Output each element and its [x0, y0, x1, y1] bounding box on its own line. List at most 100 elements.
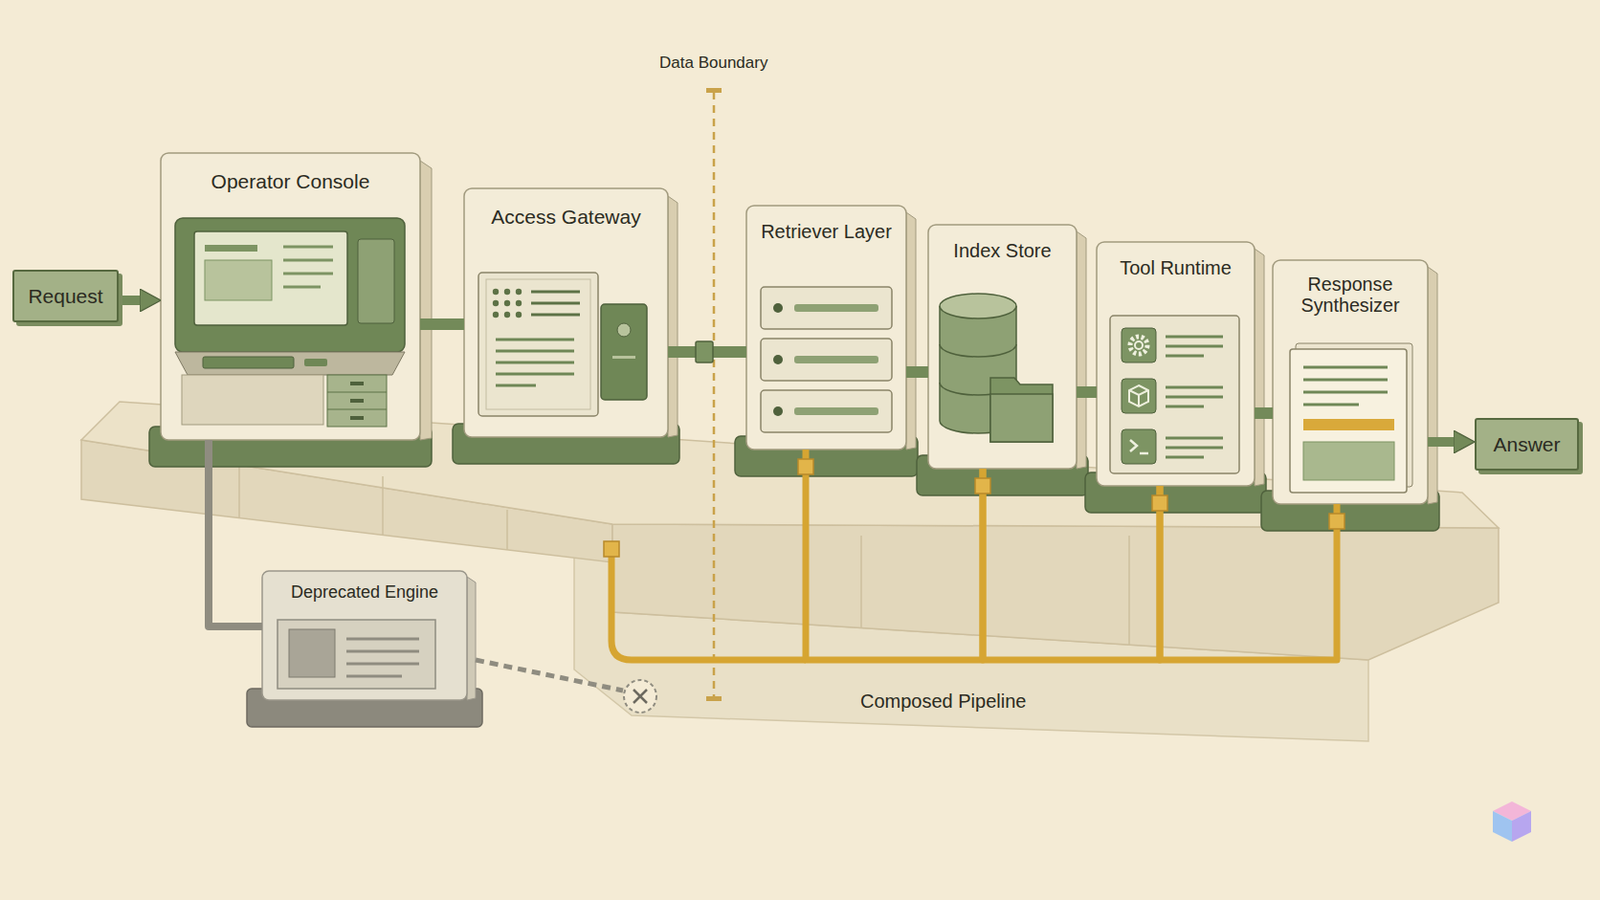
tool-panel — [1165, 405, 1204, 409]
gateway-panel — [495, 338, 575, 342]
unit-housings — [160, 153, 1438, 701]
boundary-label: Data Boundary — [659, 53, 768, 73]
answer-tag: Answer — [1474, 418, 1579, 471]
deprecated-panel — [346, 663, 420, 667]
bus-junction — [603, 459, 1345, 557]
console-terminal — [283, 245, 334, 249]
console-terminal — [283, 259, 334, 263]
pipe-collar — [695, 341, 713, 363]
bus-junction — [975, 478, 991, 494]
data-boundary-line — [712, 91, 716, 699]
gateway-panel — [495, 361, 575, 365]
platform-slab — [860, 535, 863, 628]
response-document — [1303, 419, 1395, 431]
server-stack — [773, 355, 783, 365]
unit-housings — [667, 196, 678, 438]
server-stack — [794, 407, 879, 416]
console-terminal — [350, 381, 364, 386]
deprecated-panel — [346, 638, 420, 642]
server-stack — [760, 338, 892, 381]
node-title: Deprecated Engine — [290, 582, 439, 602]
database-icon — [939, 344, 1017, 357]
retriever-unit: Retriever Layer — [746, 205, 907, 450]
tool-panel — [1137, 395, 1140, 407]
tool-panel — [1165, 345, 1223, 349]
gateway-panel — [504, 300, 511, 307]
synthesizer-unit: Response Synthesizer — [1272, 260, 1428, 505]
response-document — [1303, 366, 1388, 370]
pipe-connector — [1076, 386, 1097, 399]
pipeline-bus — [805, 449, 983, 661]
gateway-panel — [495, 384, 536, 388]
deprecated-panel — [277, 620, 436, 689]
gateway-panel — [478, 272, 647, 417]
gateway-panel — [515, 300, 522, 307]
corner-logo — [1492, 801, 1532, 843]
unit-housings — [928, 224, 1077, 469]
tool-panel — [1165, 396, 1223, 400]
node-title: Index Store — [953, 240, 1051, 262]
flow-arrow — [118, 295, 148, 306]
pipe-connector — [906, 366, 929, 378]
disconnected-output — [475, 660, 623, 691]
server-stack — [794, 355, 879, 364]
corner-logo — [1511, 811, 1532, 843]
response-document — [1303, 378, 1388, 382]
tool-panel — [1165, 386, 1223, 390]
response-document — [1303, 403, 1359, 407]
unit-housings — [1272, 260, 1428, 505]
node-title: Tool Runtime — [1119, 257, 1232, 279]
tool-panel — [1129, 390, 1149, 396]
node-title: Operator Console — [211, 170, 371, 194]
tool-unit: Tool Runtime — [1096, 242, 1255, 487]
corner-logo — [1492, 811, 1512, 843]
flow-arrow — [1427, 437, 1462, 447]
server-stack — [773, 303, 783, 313]
deprecated-unit: Deprecated Engine — [262, 571, 467, 701]
gateway-panel — [478, 272, 599, 417]
console-terminal — [194, 231, 348, 326]
gateway-panel — [515, 311, 522, 318]
tool-panel — [1110, 315, 1240, 474]
console-unit: Operator Console — [160, 153, 421, 441]
tool-panel — [1165, 456, 1204, 460]
data-boundary-line — [706, 696, 722, 702]
data-boundary-line — [706, 88, 722, 93]
platform-slab — [381, 476, 384, 535]
unit-housings — [746, 205, 907, 450]
tool-panel — [1130, 336, 1148, 355]
pipeline-bus — [982, 468, 1160, 661]
gateway-unit: Access Gateway — [464, 188, 668, 438]
console-terminal — [204, 260, 272, 301]
console-terminal — [175, 352, 405, 376]
console-terminal — [181, 375, 324, 425]
gateway-panel — [612, 355, 636, 359]
pipe-collar — [695, 341, 713, 363]
bus-junction — [798, 459, 814, 475]
disconnected-output — [633, 689, 647, 704]
unit-housings — [466, 577, 476, 701]
gateway-panel — [515, 288, 522, 295]
gateway-panel — [492, 288, 499, 295]
pipeline-label: Composed Pipeline — [860, 690, 1026, 713]
server-stack — [760, 287, 892, 433]
pipe-connector — [420, 318, 465, 331]
server-stack — [760, 390, 892, 433]
gateway-panel — [492, 300, 499, 307]
platform-slab — [506, 510, 509, 551]
unit-housings — [464, 188, 668, 438]
platform-slab — [238, 459, 241, 518]
gateway-panel — [504, 311, 511, 318]
console-terminal — [283, 286, 321, 289]
tool-panel — [1165, 355, 1204, 358]
gateway-panel — [531, 313, 580, 317]
console-terminal — [357, 239, 395, 324]
disconnected-output — [475, 660, 657, 713]
deprecated-panel — [288, 629, 335, 678]
bus-junction — [1329, 513, 1345, 530]
tool-panel — [1165, 437, 1223, 441]
server-stack — [794, 304, 879, 312]
node-title: Access Gateway — [490, 205, 641, 229]
